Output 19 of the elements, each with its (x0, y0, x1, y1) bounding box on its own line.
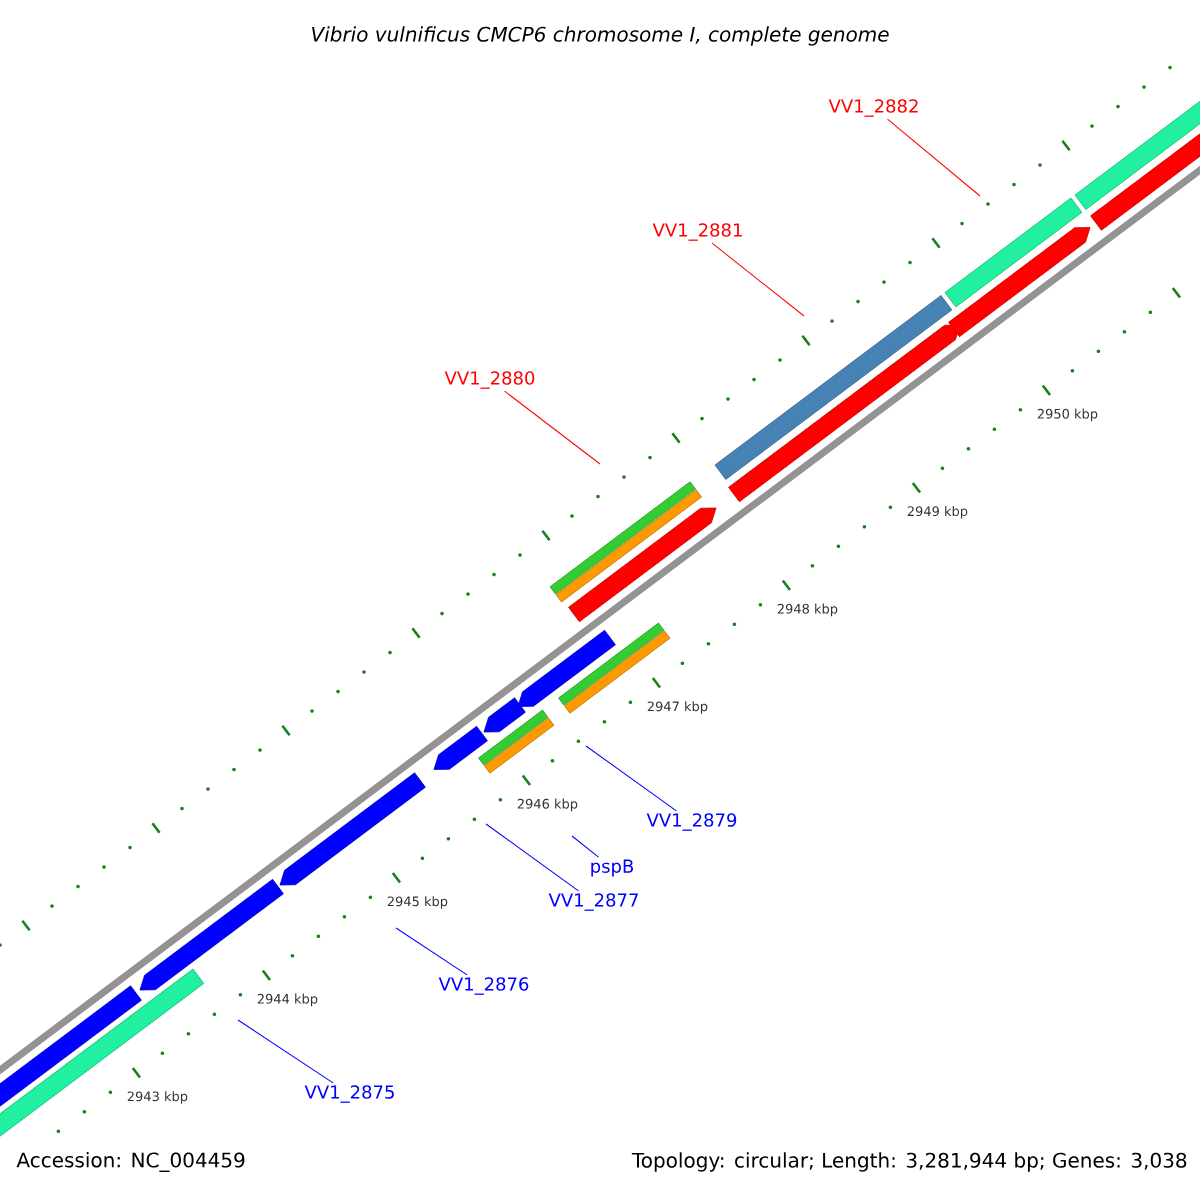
gene-label: VV1_2882 (828, 99, 918, 117)
gene-label: VV1_2876 (438, 977, 529, 995)
gene-label: VV1_2877 (548, 893, 638, 911)
leader-line (887, 118, 981, 197)
leader-line (395, 927, 468, 976)
gene-label: VV1_2879 (646, 813, 737, 831)
leader-line (585, 745, 677, 812)
gene-label: pspB (591, 859, 634, 877)
genome-info-text: Topology: circular; Length: 3,281,944 bp; Genes: 3,038 (631, 1152, 1187, 1172)
title: Vibrio vulnificus CMCP6 chromosome I, complete genome (312, 26, 889, 46)
accession-text: Accession: NC_004459 (16, 1152, 245, 1172)
leader-line (504, 390, 601, 465)
leader-line (571, 835, 599, 858)
gene-label: VV1_2880 (444, 371, 535, 389)
gene-label: VV1_2875 (304, 1085, 394, 1103)
gene-label: VV1_2881 (652, 223, 742, 241)
leader-line (711, 242, 805, 317)
leader-line (237, 1019, 334, 1084)
leader-line (485, 823, 579, 892)
